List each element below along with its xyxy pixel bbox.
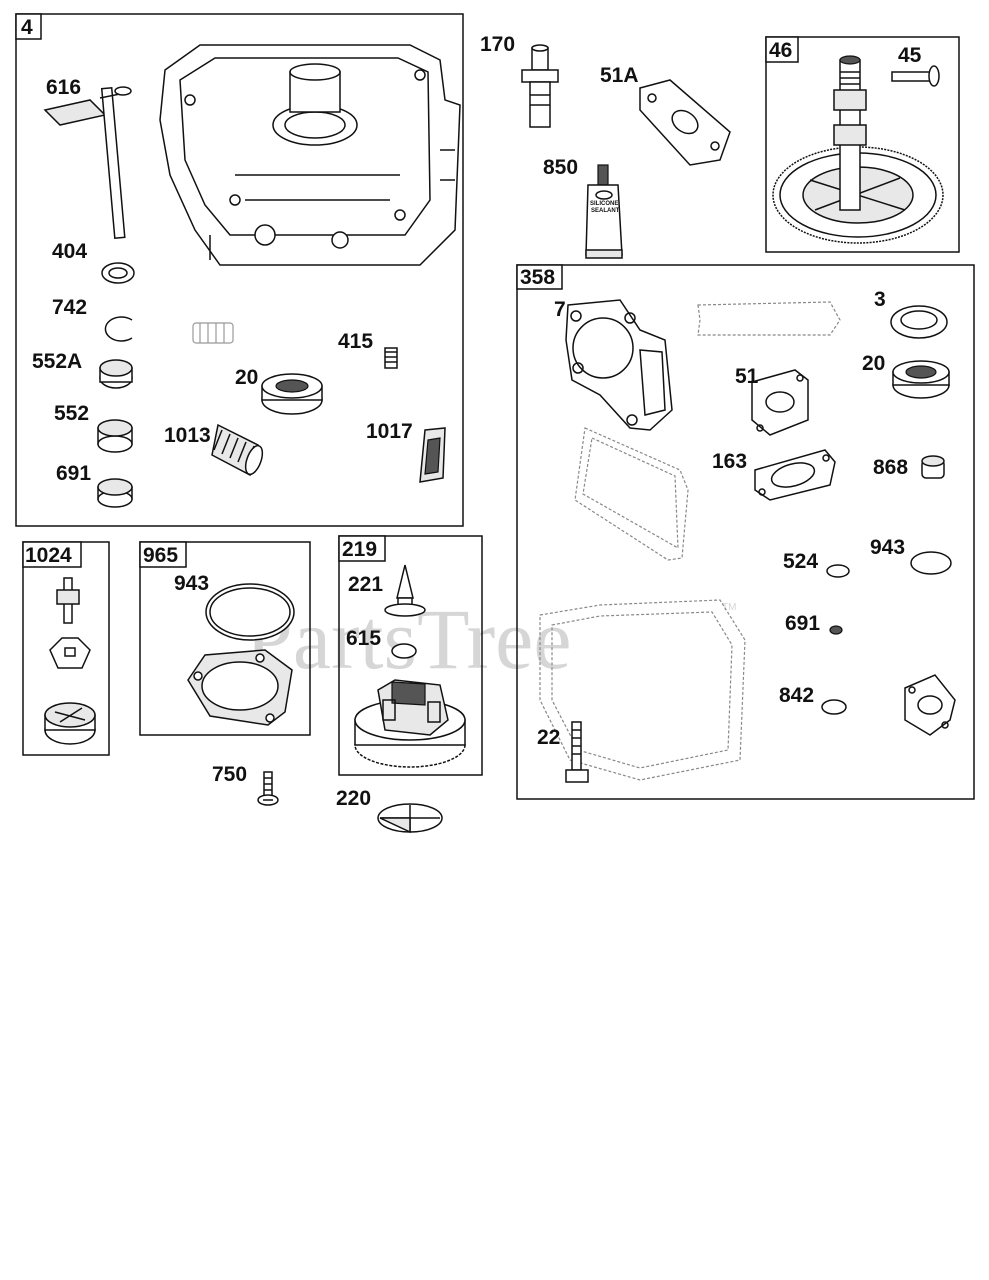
ring-524-drawing [826, 564, 850, 578]
label-415: 415 [338, 330, 373, 353]
label-1013: 1013 [164, 424, 211, 447]
label-3: 3 [874, 288, 886, 311]
cup-220-drawing [377, 803, 443, 834]
label-524: 524 [783, 550, 818, 573]
gasket-163-drawing [754, 449, 836, 501]
label-691-box358: 691 [785, 612, 820, 635]
oil-pump-rotor-drawing [44, 577, 96, 745]
part-868-drawing [921, 455, 945, 479]
label-750: 750 [212, 763, 247, 786]
spring-1013-drawing [211, 423, 264, 477]
seal-3-drawing [890, 305, 948, 339]
faint-plug-drawing [192, 322, 234, 344]
label-943-box965: 943 [174, 572, 209, 595]
box-965: 965 943 [139, 541, 311, 736]
faint-gasket-top [697, 301, 841, 336]
o-ring-943-box965-drawing [205, 583, 295, 641]
label-943-box358: 943 [870, 536, 905, 559]
gasket-51-drawing [751, 369, 809, 436]
label-22: 22 [537, 726, 560, 749]
seal-691-box358-drawing [829, 625, 843, 635]
box-358-label: 358 [520, 266, 555, 289]
faint-gasket-base [539, 599, 746, 781]
label-7: 7 [554, 298, 566, 321]
ring-842-drawing [821, 699, 847, 715]
gasket-right-drawing [904, 674, 956, 736]
camshaft-drawing [772, 55, 944, 244]
washer-615-drawing [391, 643, 417, 659]
box-4: 4 616 404 [15, 13, 464, 527]
box-1024: 1024 [22, 541, 110, 756]
washer-404-drawing [101, 262, 135, 284]
box-4-frame [15, 13, 464, 527]
label-221: 221 [348, 573, 383, 596]
oil-seal-20-box358-drawing [892, 360, 950, 399]
label-20-box4: 20 [235, 366, 258, 389]
sealant-tube-850-drawing: SILICONE SEALANT [585, 164, 623, 259]
box-219-tab [338, 535, 386, 562]
e-ring-742-drawing [104, 316, 133, 342]
part-1017-drawing [419, 427, 446, 483]
label-552A: 552A [32, 350, 82, 373]
pump-cover-plate-drawing [187, 649, 293, 726]
label-742: 742 [52, 296, 87, 319]
fitting-415-drawing [384, 347, 398, 369]
label-51: 51 [735, 365, 759, 388]
box-4-tab [15, 13, 42, 40]
box-965-label: 965 [143, 544, 178, 567]
governor-gear-drawing [354, 679, 466, 768]
screw-750-drawing [257, 771, 279, 806]
label-1017: 1017 [366, 420, 413, 443]
box-358-frame [516, 264, 975, 800]
governor-shaft-drawing [43, 86, 132, 239]
box-219-label: 219 [342, 538, 377, 561]
label-868: 868 [873, 456, 908, 479]
bushing-552A-drawing [99, 359, 133, 389]
bushing-552-drawing [97, 419, 133, 453]
sealant-line2: SEALANT [591, 208, 620, 214]
box-965-frame [139, 541, 311, 736]
label-45: 45 [898, 44, 922, 67]
label-615: 615 [346, 627, 381, 650]
pin-45-drawing [891, 65, 940, 87]
box-965-tab [139, 541, 187, 568]
box-46: 46 45 [765, 36, 960, 253]
stud-170-drawing [521, 44, 559, 128]
faint-gasket-middle [574, 427, 689, 561]
watermark-trademark: TM [722, 602, 736, 613]
label-220: 220 [336, 787, 371, 810]
box-46-frame [765, 36, 960, 253]
label-850: 850 [543, 156, 578, 179]
label-170: 170 [480, 33, 515, 56]
label-404: 404 [52, 240, 87, 263]
label-163: 163 [712, 450, 747, 473]
bolt-22-drawing [565, 721, 589, 783]
label-51A: 51A [600, 64, 639, 87]
box-4-label: 4 [21, 16, 33, 39]
oil-seal-20-drawing [261, 373, 323, 415]
box-46-label: 46 [769, 39, 792, 62]
label-842: 842 [779, 684, 814, 707]
box-358: 358 7 3 20 [516, 264, 975, 800]
sealant-line1: SILICONE [590, 201, 618, 207]
box-358-tab [516, 264, 563, 290]
governor-pin-221-drawing [384, 564, 426, 617]
box-46-tab [765, 36, 799, 63]
box-219: 219 221 615 [338, 535, 483, 776]
o-ring-943-box358-drawing [910, 551, 952, 575]
crankcase-cover-drawing [159, 44, 461, 266]
seal-691-drawing [97, 478, 133, 508]
box-219-frame [338, 535, 483, 776]
label-20-box358: 20 [862, 352, 885, 375]
gasket-51A-drawing [639, 79, 731, 166]
label-552: 552 [54, 402, 89, 425]
head-gasket-7-drawing [565, 299, 673, 431]
box-1024-tab [22, 541, 82, 568]
label-691-box4: 691 [56, 462, 91, 485]
label-616: 616 [46, 76, 81, 99]
box-1024-label: 1024 [25, 544, 72, 567]
